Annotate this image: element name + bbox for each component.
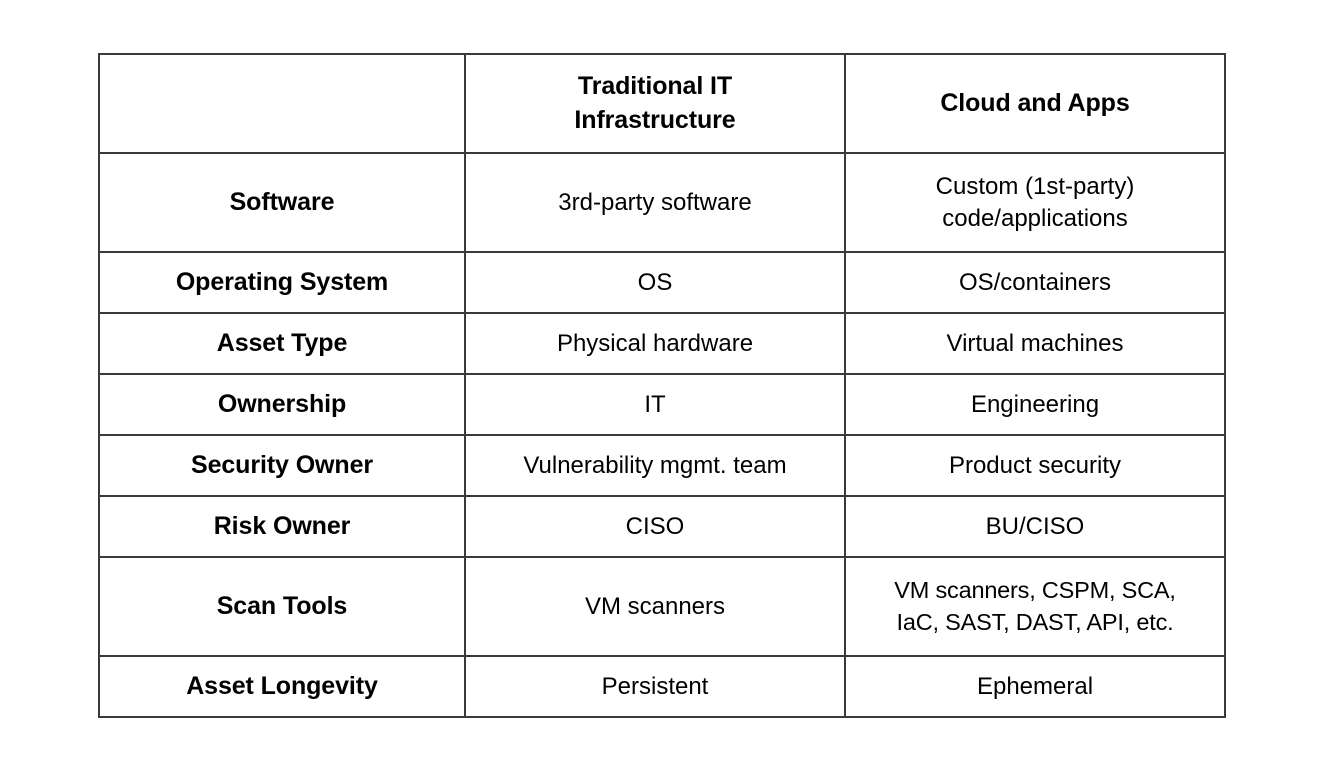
table-row-operating-system: Operating System OS OS/containers	[98, 251, 1226, 314]
cell-asset-longevity-traditional: Persistent	[464, 655, 846, 718]
cell-ownership-cloud-line-1: Engineering	[970, 390, 1100, 418]
cell-security-owner-traditional: Vulnerability mgmt. team	[464, 434, 846, 497]
row-label-software: Software	[98, 152, 466, 253]
row-label-risk-owner: Risk Owner	[98, 495, 466, 558]
header-traditional-line-1: Traditional IT	[577, 72, 733, 101]
cell-asset-longevity-traditional-line-1: Persistent	[601, 672, 709, 700]
cell-risk-owner-cloud: BU/CISO	[844, 495, 1226, 558]
cell-asset-type-cloud: Virtual machines	[844, 312, 1226, 375]
cell-risk-owner-traditional: CISO	[464, 495, 846, 558]
table-body: Software 3rd-party software Custom (1st-…	[98, 152, 1226, 718]
cell-risk-owner-traditional-line-1: CISO	[625, 512, 685, 540]
table-header: Traditional IT Infrastructure Cloud and …	[98, 53, 1226, 154]
cell-scan-tools-cloud-line-2: IaC, SAST, DAST, API, etc.	[896, 608, 1174, 635]
cell-asset-type-cloud-line-1: Virtual machines	[946, 329, 1124, 357]
cell-ownership-traditional: IT	[464, 373, 846, 436]
cell-software-traditional-line-1: 3rd-party software	[558, 188, 752, 216]
cell-scan-tools-cloud-line-1: VM scanners, CSPM, SCA,	[894, 577, 1176, 604]
table-row-scan-tools: Scan Tools VM scanners VM scanners, CSPM…	[98, 556, 1226, 657]
cell-operating-system-traditional-line-1: OS	[637, 268, 673, 296]
cell-security-owner-cloud-line-1: Product security	[948, 451, 1122, 479]
header-traditional-line-2: Infrastructure	[574, 105, 736, 134]
table-row-asset-type: Asset Type Physical hardware Virtual mac…	[98, 312, 1226, 375]
cell-software-cloud-line-1: Custom (1st-party)	[935, 172, 1135, 200]
header-cell-traditional-it-infrastructure: Traditional IT Infrastructure	[464, 53, 846, 154]
table-header-row: Traditional IT Infrastructure Cloud and …	[98, 53, 1226, 154]
cell-scan-tools-traditional-line-1: VM scanners	[584, 592, 726, 620]
header-cloud-line-1: Cloud and Apps	[940, 88, 1130, 117]
table-row-security-owner: Security Owner Vulnerability mgmt. team …	[98, 434, 1226, 497]
cell-operating-system-cloud-line-1: OS/containers	[958, 268, 1112, 296]
header-cell-cloud-and-apps: Cloud and Apps	[844, 53, 1226, 154]
row-label-asset-type: Asset Type	[98, 312, 466, 375]
row-label-ownership: Ownership	[98, 373, 466, 436]
cell-security-owner-traditional-line-1: Vulnerability mgmt. team	[523, 451, 787, 479]
cell-asset-type-traditional: Physical hardware	[464, 312, 846, 375]
cell-scan-tools-cloud: VM scanners, CSPM, SCA, IaC, SAST, DAST,…	[844, 556, 1226, 657]
cell-security-owner-cloud: Product security	[844, 434, 1226, 497]
row-label-operating-system: Operating System	[98, 251, 466, 314]
cell-asset-longevity-cloud-line-1: Ephemeral	[976, 672, 1094, 700]
cell-software-cloud-line-2: code/applications	[942, 204, 1128, 232]
cell-operating-system-traditional: OS	[464, 251, 846, 314]
table-row-asset-longevity: Asset Longevity Persistent Ephemeral	[98, 655, 1226, 718]
table-row-software: Software 3rd-party software Custom (1st-…	[98, 152, 1226, 253]
table-row-risk-owner: Risk Owner CISO BU/CISO	[98, 495, 1226, 558]
cell-asset-longevity-cloud: Ephemeral	[844, 655, 1226, 718]
cell-software-cloud: Custom (1st-party) code/applications	[844, 152, 1226, 253]
cell-software-traditional: 3rd-party software	[464, 152, 846, 253]
cell-asset-type-traditional-line-1: Physical hardware	[556, 329, 754, 357]
row-label-asset-longevity: Asset Longevity	[98, 655, 466, 718]
cell-ownership-cloud: Engineering	[844, 373, 1226, 436]
cell-operating-system-cloud: OS/containers	[844, 251, 1226, 314]
row-label-security-owner: Security Owner	[98, 434, 466, 497]
cell-ownership-traditional-line-1: IT	[644, 390, 666, 418]
table-row-ownership: Ownership IT Engineering	[98, 373, 1226, 436]
header-cell-corner	[98, 53, 466, 154]
comparison-table: Traditional IT Infrastructure Cloud and …	[98, 53, 1226, 718]
cell-scan-tools-traditional: VM scanners	[464, 556, 846, 657]
cell-risk-owner-cloud-line-1: BU/CISO	[985, 512, 1085, 540]
row-label-scan-tools: Scan Tools	[98, 556, 466, 657]
